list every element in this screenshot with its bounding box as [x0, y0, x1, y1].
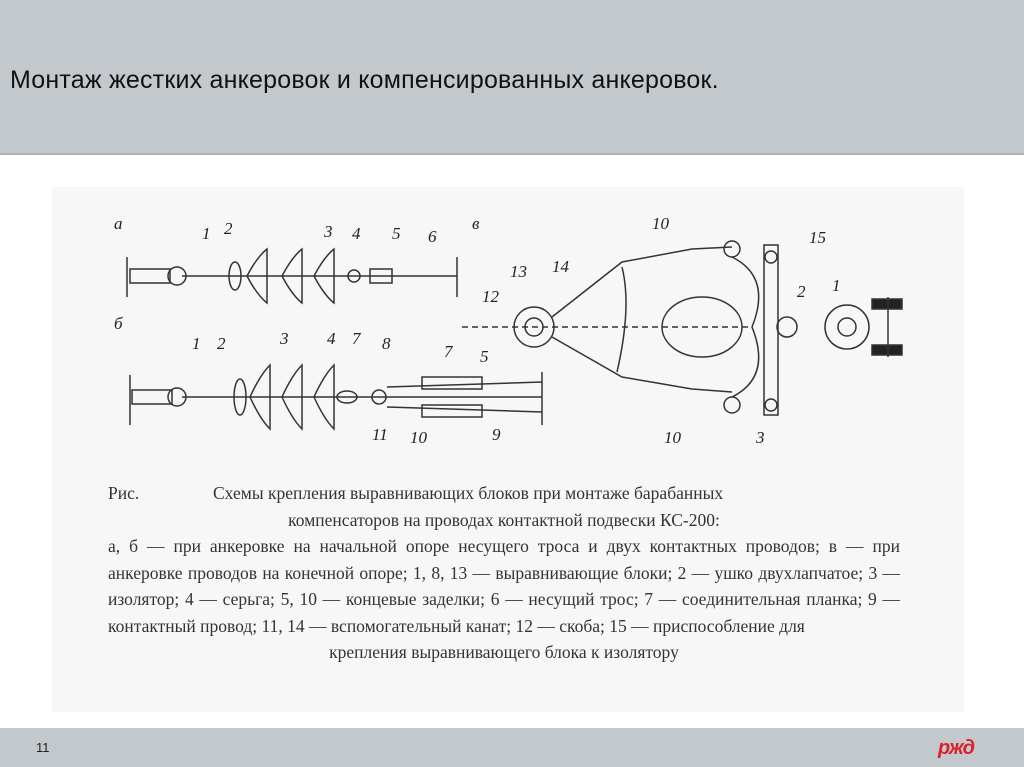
page-number: 11 — [36, 740, 50, 755]
callout-label: 1 — [202, 224, 211, 243]
callout-label: 2 — [217, 334, 226, 353]
figure-caption: Рис. Схемы крепления выравнивающих блоко… — [108, 480, 900, 666]
callout-label: 2 — [797, 282, 806, 301]
slide-title: Монтаж жестких анкеровок и компенсирован… — [10, 66, 719, 94]
callout-label: 14 — [552, 257, 570, 276]
slide-footer: 11 ржд — [0, 728, 1024, 767]
caption-prefix: Рис. — [108, 483, 140, 503]
callout-label: 4 — [327, 329, 336, 348]
callout-label: 10 — [410, 428, 428, 447]
callout-label: 15 — [809, 228, 826, 247]
slide-header: Монтаж жестких анкеровок и компенсирован… — [0, 0, 1024, 155]
diagram-b — [129, 363, 543, 431]
callout-label: 4 — [352, 224, 361, 243]
caption-last: крепления выравнивающего блока к изолято… — [329, 642, 679, 662]
callout-label: 7 — [352, 329, 362, 348]
callout-label: 10 — [664, 428, 682, 447]
callout-label: 11 — [372, 425, 388, 444]
callout-label: 5 — [392, 224, 401, 243]
callout-label: 1 — [832, 276, 841, 295]
callout-label: 7 — [444, 342, 454, 361]
diagram-v — [462, 240, 903, 416]
callout-label: 3 — [755, 428, 765, 447]
diagram-a — [126, 247, 458, 305]
callout-label: 9 — [492, 425, 501, 444]
panel-label: а — [114, 214, 123, 233]
callout-label: 2 — [224, 219, 233, 238]
callout-label: 13 — [510, 262, 527, 281]
callout-label: 6 — [428, 227, 437, 246]
callout-label: 8 — [382, 334, 391, 353]
callout-label: 3 — [323, 222, 333, 241]
callout-label: 5 — [480, 347, 489, 366]
caption-line1: Схемы крепления выравнивающих блоков при… — [213, 483, 724, 503]
panel-label: в — [472, 214, 480, 233]
rzd-logo: ржд — [938, 737, 975, 759]
callout-label: 10 — [652, 214, 670, 233]
callout-label: 3 — [279, 329, 289, 348]
caption-body: а, б — при анкеровке на начальной опоре … — [108, 536, 900, 636]
caption-line2: компенсаторов на проводах контактной под… — [288, 509, 720, 530]
callout-label: 12 — [482, 287, 500, 306]
callout-label: 1 — [192, 334, 201, 353]
panel-label: б — [114, 314, 123, 333]
